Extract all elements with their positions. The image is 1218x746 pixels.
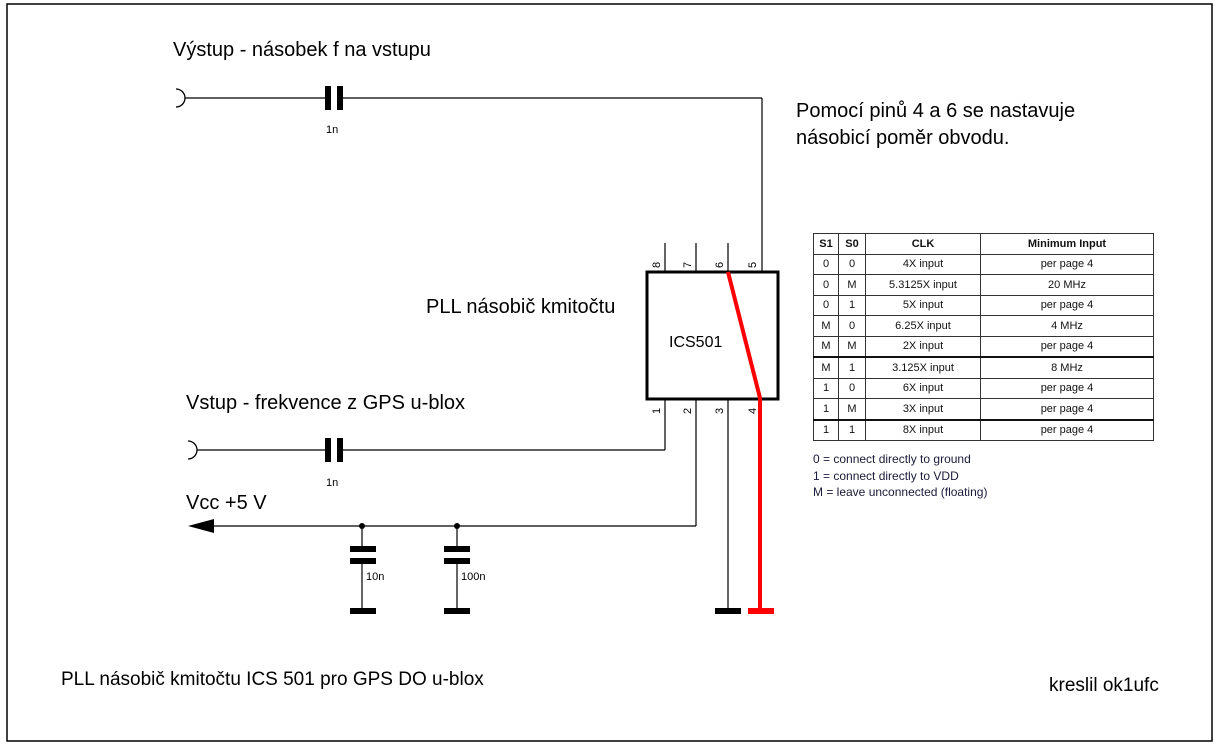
cell-min-input: per page 4 (980, 418, 1154, 441)
output-title: Výstup - násobek f na vstupu (173, 39, 431, 61)
cap1-value: 10n (366, 571, 384, 583)
output-connector-icon (175, 88, 186, 108)
pin-2-label: 2 (682, 408, 694, 414)
cell-clk: 3X input (865, 398, 981, 420)
cap1-plate-a (350, 546, 376, 552)
cell-clk: 3.125X input (865, 356, 981, 379)
ground-2-icon (444, 608, 470, 614)
pin-7-label: 7 (682, 262, 694, 268)
cell-min-input: 20 MHz (980, 274, 1154, 296)
input-title: Vstup - frekvence z GPS u-blox (186, 392, 465, 414)
cell-s1: 1 (813, 377, 839, 399)
header-s1: S1 (813, 233, 839, 255)
cell-s1: M (813, 356, 839, 379)
pin-4-label: 4 (747, 408, 759, 414)
cell-clk: 8X input (865, 418, 981, 441)
frame-border (6, 3, 1213, 742)
cell-s1: 0 (813, 253, 839, 275)
pin-3-label: 3 (714, 408, 726, 414)
cell-s0: 0 (838, 377, 866, 399)
input-capacitor-plate-a (325, 438, 331, 462)
cap2-plate-b (444, 558, 470, 564)
cell-s0: 1 (838, 356, 866, 379)
pll-label: PLL násobič kmitočtu (426, 296, 615, 318)
cell-clk: 6X input (865, 377, 981, 399)
ground-4-icon (748, 608, 774, 614)
cell-min-input: 8 MHz (980, 356, 1154, 379)
table-header-row: S1 S0 CLK Minimum Input (813, 233, 1154, 255)
cap2-value: 100n (461, 571, 485, 583)
ground-3-icon (715, 608, 741, 614)
cell-clk: 5.3125X input (865, 274, 981, 296)
cell-min-input: per page 4 (980, 335, 1154, 358)
cell-s0: 0 (838, 315, 866, 337)
legend-item: M = leave unconnected (floating) (813, 485, 988, 499)
cap1-plate-b (350, 558, 376, 564)
input-capacitor-plate-b (337, 438, 343, 462)
header-s0: S0 (838, 233, 866, 255)
cell-min-input: per page 4 (980, 398, 1154, 420)
cell-s1: M (813, 315, 839, 337)
cell-s1: 1 (813, 398, 839, 420)
cell-s0: M (838, 274, 866, 296)
cell-s0: M (838, 398, 866, 420)
author-label: kreslil ok1ufc (1049, 675, 1159, 696)
cell-clk: 2X input (865, 335, 981, 358)
output-capacitor-value: 1n (326, 124, 338, 136)
note-line-1: Pomocí pinů 4 a 6 se nastavuje (796, 100, 1075, 122)
output-capacitor-plate-b (337, 86, 343, 110)
cell-min-input: per page 4 (980, 294, 1154, 316)
header-min-input: Minimum Input (980, 233, 1154, 255)
cell-clk: 6.25X input (865, 315, 981, 337)
cell-s1: 0 (813, 294, 839, 316)
cell-s0: 1 (838, 294, 866, 316)
chip-name: ICS501 (669, 334, 722, 351)
vcc-label: Vcc +5 V (186, 492, 267, 514)
cap2-plate-a (444, 546, 470, 552)
header-clk: CLK (865, 233, 981, 255)
input-connector-icon (187, 440, 198, 460)
pin-6-label: 6 (714, 262, 726, 268)
cell-s0: 0 (838, 253, 866, 275)
cell-s0: M (838, 335, 866, 358)
pin-1-label: 1 (651, 408, 663, 414)
vcc-arrow-icon (188, 519, 214, 533)
cell-s0: 1 (838, 418, 866, 441)
cell-min-input: per page 4 (980, 377, 1154, 399)
strap-wire-highlight (726, 271, 762, 608)
note-line-2: násobicí poměr obvodu. (796, 127, 1009, 149)
cell-s1: 0 (813, 274, 839, 296)
cell-s1: M (813, 335, 839, 358)
table-legend: 0 = connect directly to ground 1 = conne… (813, 451, 987, 501)
output-capacitor-plate-a (325, 86, 331, 110)
cell-clk: 4X input (865, 253, 981, 275)
ground-1-icon (350, 608, 376, 614)
pin-5-label: 5 (747, 262, 759, 268)
cell-min-input: per page 4 (980, 253, 1154, 275)
caption: PLL násobič kmitočtu ICS 501 pro GPS DO … (61, 669, 484, 690)
cell-min-input: 4 MHz (980, 315, 1154, 337)
pin-8-label: 8 (651, 262, 663, 268)
cell-clk: 5X input (865, 294, 981, 316)
input-capacitor-value: 1n (326, 477, 338, 489)
legend-item: 0 = connect directly to ground (813, 452, 971, 466)
cell-s1: 1 (813, 418, 839, 441)
legend-item: 1 = connect directly to VDD (813, 468, 959, 483)
